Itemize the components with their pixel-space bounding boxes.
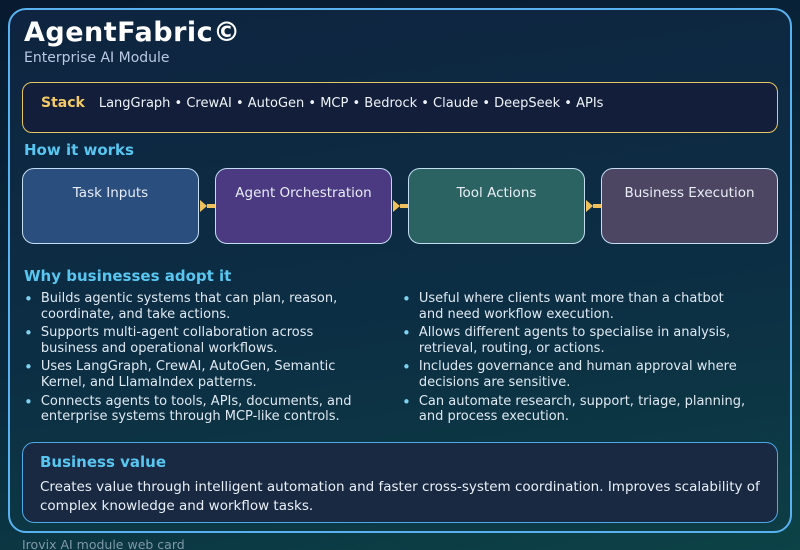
flow-arrow-icon	[585, 168, 601, 244]
agentfabric-card: AgentFabric© Enterprise AI Module Stack L…	[8, 8, 792, 533]
bullet-item: • Builds agentic systems that can plan, r…	[24, 291, 390, 322]
bullet-text: Includes governance and human approval w…	[418, 359, 737, 390]
why-adopt-left-column: • Builds agentic systems that can plan, r…	[24, 291, 390, 428]
bullet-item: • Supports multi-agent collaboration acro…	[24, 325, 390, 356]
bullet-item: • Allows different agents to specialise i…	[402, 325, 772, 356]
stack-bar: Stack LangGraph • CrewAI • AutoGen • MCP …	[22, 82, 778, 133]
bullet-item: • Connects agents to tools, APIs, documen…	[24, 392, 390, 425]
bullet-text: Allows different agents to specialise in…	[418, 325, 731, 356]
bullet-item: • Can automate research, support, triage,…	[402, 392, 772, 425]
stack-items: LangGraph • CrewAI • AutoGen • MCP • Bed…	[98, 96, 604, 111]
bullet-item: • Uses LangGraph, CrewAI, AutoGen, Semant…	[24, 359, 390, 390]
business-value-text: Creates value through intelligent automa…	[40, 479, 760, 514]
flow-arrow-icon	[392, 168, 408, 244]
flow-step-task-inputs: Task Inputs	[22, 168, 199, 244]
bullet-text: Useful where clients want more than a ch…	[418, 291, 724, 322]
business-value-box: Business value Creates value through int…	[22, 442, 778, 523]
flow-step-business-execution: Business Execution	[601, 168, 778, 244]
bullet-text: Builds agentic systems that can plan, re…	[40, 291, 338, 322]
flow-step-agent-orchestration: Agent Orchestration	[215, 168, 392, 244]
why-adopt-heading: Why businesses adopt it	[24, 267, 232, 285]
page-subtitle: Enterprise AI Module	[24, 50, 170, 66]
bullet-dot-icon: •	[402, 392, 411, 411]
bullet-item: • Useful where clients want more than a c…	[402, 291, 772, 322]
bullet-dot-icon: •	[24, 392, 33, 411]
stack-label: Stack	[41, 95, 85, 111]
bullet-dot-icon: •	[24, 358, 33, 377]
flow-arrow-icon	[199, 168, 215, 244]
how-it-works-heading: How it works	[24, 141, 134, 159]
bullet-dot-icon: •	[402, 290, 411, 308]
bullet-text: Connects agents to tools, APIs, document…	[40, 393, 352, 425]
flow-step-tool-actions: Tool Actions	[408, 168, 585, 244]
footer-caption: Irovix AI module web card	[22, 537, 185, 550]
why-adopt-right-column: • Useful where clients want more than a c…	[402, 291, 772, 428]
page-title: AgentFabric©	[24, 17, 241, 48]
bullet-dot-icon: •	[402, 358, 411, 377]
bullet-dot-icon: •	[24, 290, 33, 308]
bullet-text: Supports multi-agent collaboration acros…	[40, 325, 314, 356]
bullet-text: Uses LangGraph, CrewAI, AutoGen, Semanti…	[40, 359, 336, 390]
bullet-text: Can automate research, support, triage, …	[418, 393, 746, 425]
business-value-heading: Business value	[40, 453, 167, 471]
bullet-dot-icon: •	[402, 324, 411, 343]
bullet-item: • Includes governance and human approval …	[402, 359, 772, 390]
bullet-dot-icon: •	[24, 324, 33, 343]
